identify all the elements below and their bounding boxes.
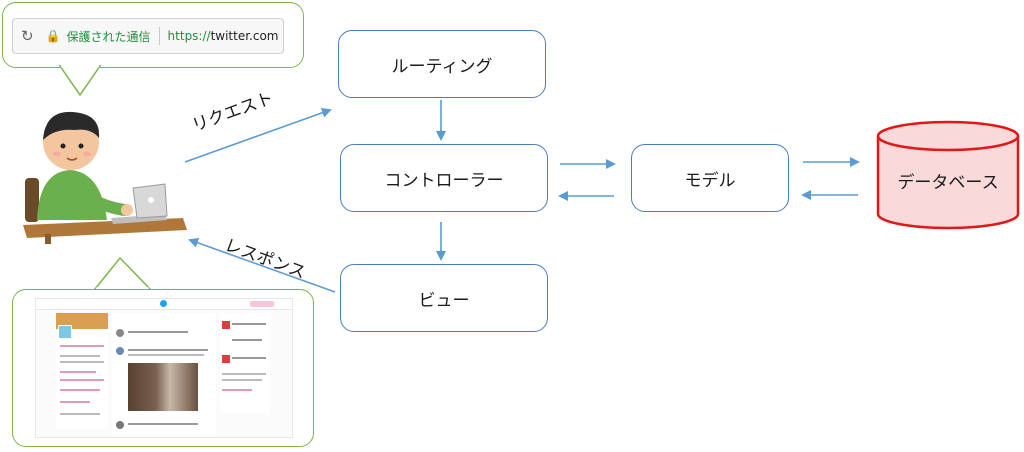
routing-node: ルーティング xyxy=(338,30,546,98)
database-cylinder xyxy=(876,120,1020,230)
lock-icon: 🔒 xyxy=(45,29,61,43)
bird-icon xyxy=(160,300,167,307)
twitter-page-thumbnail xyxy=(35,298,293,438)
secure-label: 保護された通信 xyxy=(66,29,151,44)
response-arrow xyxy=(188,237,336,293)
user-at-laptop-illustration xyxy=(23,111,187,244)
url-scheme: https:// xyxy=(167,29,211,43)
controller-node: コントローラー xyxy=(340,144,548,212)
news-photo xyxy=(128,363,198,411)
database-label: データベース xyxy=(897,173,999,193)
request-arrow xyxy=(184,107,332,163)
url-host: twitter.com xyxy=(210,29,279,43)
url-divider xyxy=(158,27,160,45)
view-node: ビュー xyxy=(340,264,548,332)
model-node: モデル xyxy=(631,144,789,212)
reload-icon[interactable]: ↻ xyxy=(21,27,34,45)
address-bar[interactable]: ↻ 🔒 保護された通信 https:// twitter.com xyxy=(12,18,284,54)
